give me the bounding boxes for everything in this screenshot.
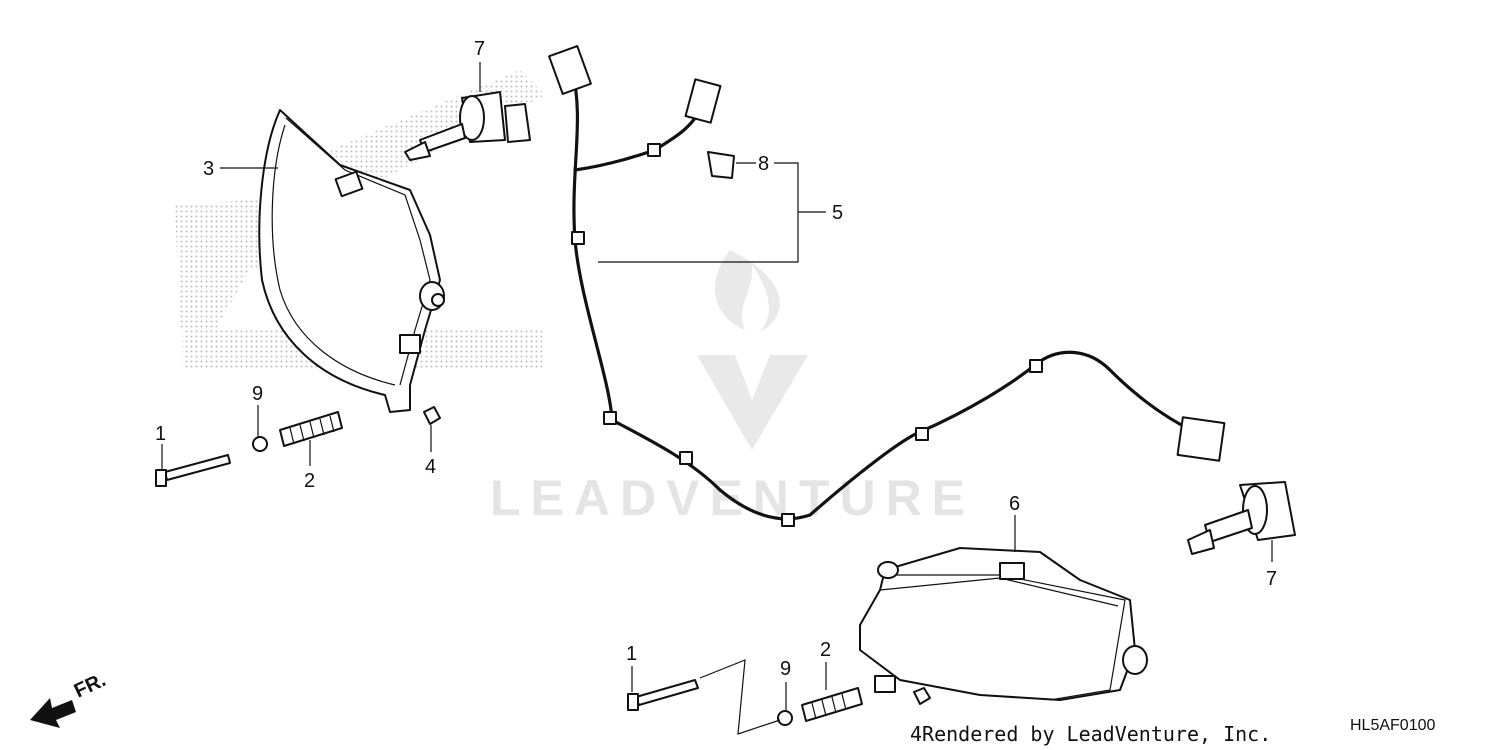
headlight-upper: [258, 109, 445, 413]
bulb-upper: [404, 91, 531, 161]
leadventure-watermark: LEADVENTURE: [490, 250, 975, 526]
connector-8: [707, 151, 735, 179]
diagram-code: HL5AF0100: [1350, 717, 1435, 734]
bolt-lower: [627, 679, 699, 711]
callout-8: 8: [758, 153, 769, 175]
callout-6: 6: [1009, 493, 1020, 515]
callout-3: 3: [203, 158, 214, 180]
spring-lower: [801, 687, 863, 722]
washer-upper: [252, 436, 268, 452]
washer-lower: [777, 710, 793, 726]
headlight-lower: [859, 547, 1148, 701]
leader-lines: [161, 62, 1273, 735]
callout-2-upper: 2: [304, 470, 315, 492]
nut-upper: [423, 406, 441, 425]
callout-2-lower: 2: [820, 639, 831, 661]
callout-9-upper: 9: [252, 383, 263, 405]
callout-5: 5: [832, 202, 843, 224]
callout-1-upper: 1: [155, 423, 166, 445]
direction-label: FR.: [71, 669, 109, 703]
callout-1-lower: 1: [626, 643, 637, 665]
callout-4-upper: 4: [425, 456, 436, 478]
callout-7-upper: 7: [474, 38, 485, 60]
callouts: 7 3 1 9 2 4 8 5 6 7 1 9 2: [155, 38, 1277, 680]
direction-marker: FR.: [30, 669, 109, 728]
credit-text: 4Rendered by LeadVenture, Inc.: [910, 722, 1271, 746]
bolt-upper: [155, 454, 231, 487]
spring-upper: [279, 411, 343, 447]
callout-9-lower: 9: [780, 658, 791, 680]
bulb-lower: [1187, 481, 1296, 555]
wire-harness: [548, 45, 1226, 527]
watermark-text: LEADVENTURE: [490, 470, 975, 526]
callout-7-lower: 7: [1266, 568, 1277, 590]
nut-lower: [913, 687, 931, 705]
